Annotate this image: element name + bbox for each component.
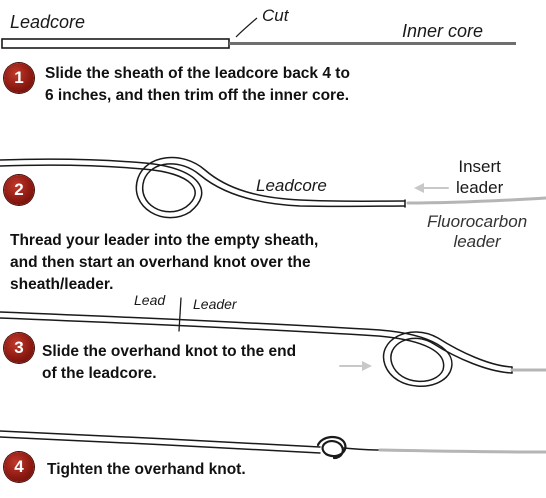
step-1-text: Slide the sheath of the leadcore back 4 …: [45, 65, 350, 104]
step3-illustration: [0, 297, 546, 390]
cut-pointer: [235, 17, 258, 38]
step4-illustration: [0, 430, 546, 460]
step1-illustration: [1, 17, 516, 49]
insert-leader-label: Insert leader: [456, 157, 504, 197]
insert-arrow: [414, 183, 449, 193]
lead-label: Lead: [134, 292, 166, 308]
tight-knot: [316, 435, 347, 460]
fluoro-leader-line: [406, 196, 546, 205]
leadcore-with-loop: [0, 154, 409, 222]
slide-arrow: [339, 361, 372, 371]
leadcore-sheath: [1, 38, 230, 49]
step-4-badge: 4: [4, 452, 34, 482]
lead-leader-divider: [178, 297, 182, 332]
inner-core-label: Inner core: [402, 21, 484, 41]
fluorocarbon-leader-label: Fluorocarbon leader: [427, 212, 528, 251]
step2-illustration: [0, 154, 546, 222]
step-3-text: Slide the overhand knot to the end of th…: [42, 343, 297, 382]
cut-label: Cut: [262, 6, 289, 25]
step-3-badge: 3: [4, 333, 34, 363]
step-2-badge: 2: [4, 175, 34, 205]
step-2-text: Thread your leader into the empty sheath…: [10, 232, 319, 293]
leadcore-label-top: Leadcore: [10, 12, 86, 32]
step-1-badge: 1: [4, 63, 34, 93]
leader-label: Leader: [193, 296, 237, 312]
leadcore-label-mid: Leadcore: [256, 176, 327, 195]
step-4-text: Tighten the overhand knot.: [47, 461, 246, 478]
